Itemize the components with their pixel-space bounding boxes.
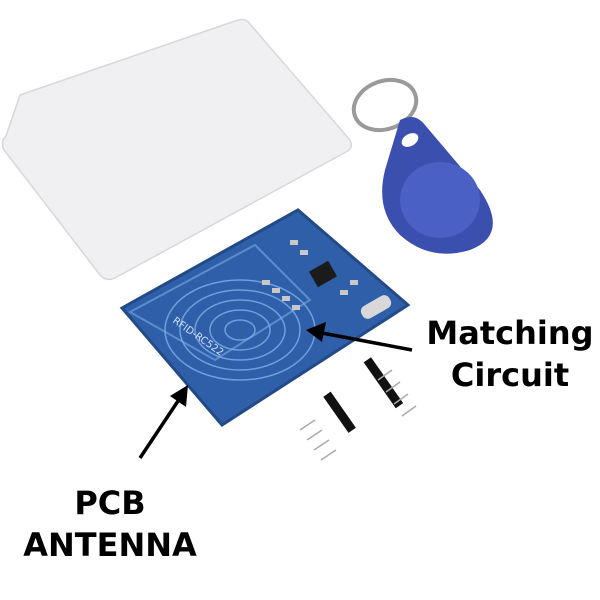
matching-circuit-label: Matching Circuit [420,312,600,396]
arrow-pcb-antenna [138,385,188,459]
arrow-matching-circuit [306,322,413,352]
rfid-keyfob [351,77,493,254]
pcb-antenna-label: PCB ANTENNA [20,482,200,566]
matching-label-line2: Circuit [450,356,570,394]
matching-circuit-components [262,240,392,319]
antenna-coils [164,279,316,381]
rfid-card [1,18,353,281]
antenna-trace [127,243,312,362]
pcb-label-line2: ANTENNA [23,526,197,564]
pin-headers [299,357,417,461]
pcb-label-line1: PCB [74,484,146,522]
rfid-rc522-board: RFID-RC522 [119,208,411,427]
matching-label-line1: Matching [426,314,594,352]
